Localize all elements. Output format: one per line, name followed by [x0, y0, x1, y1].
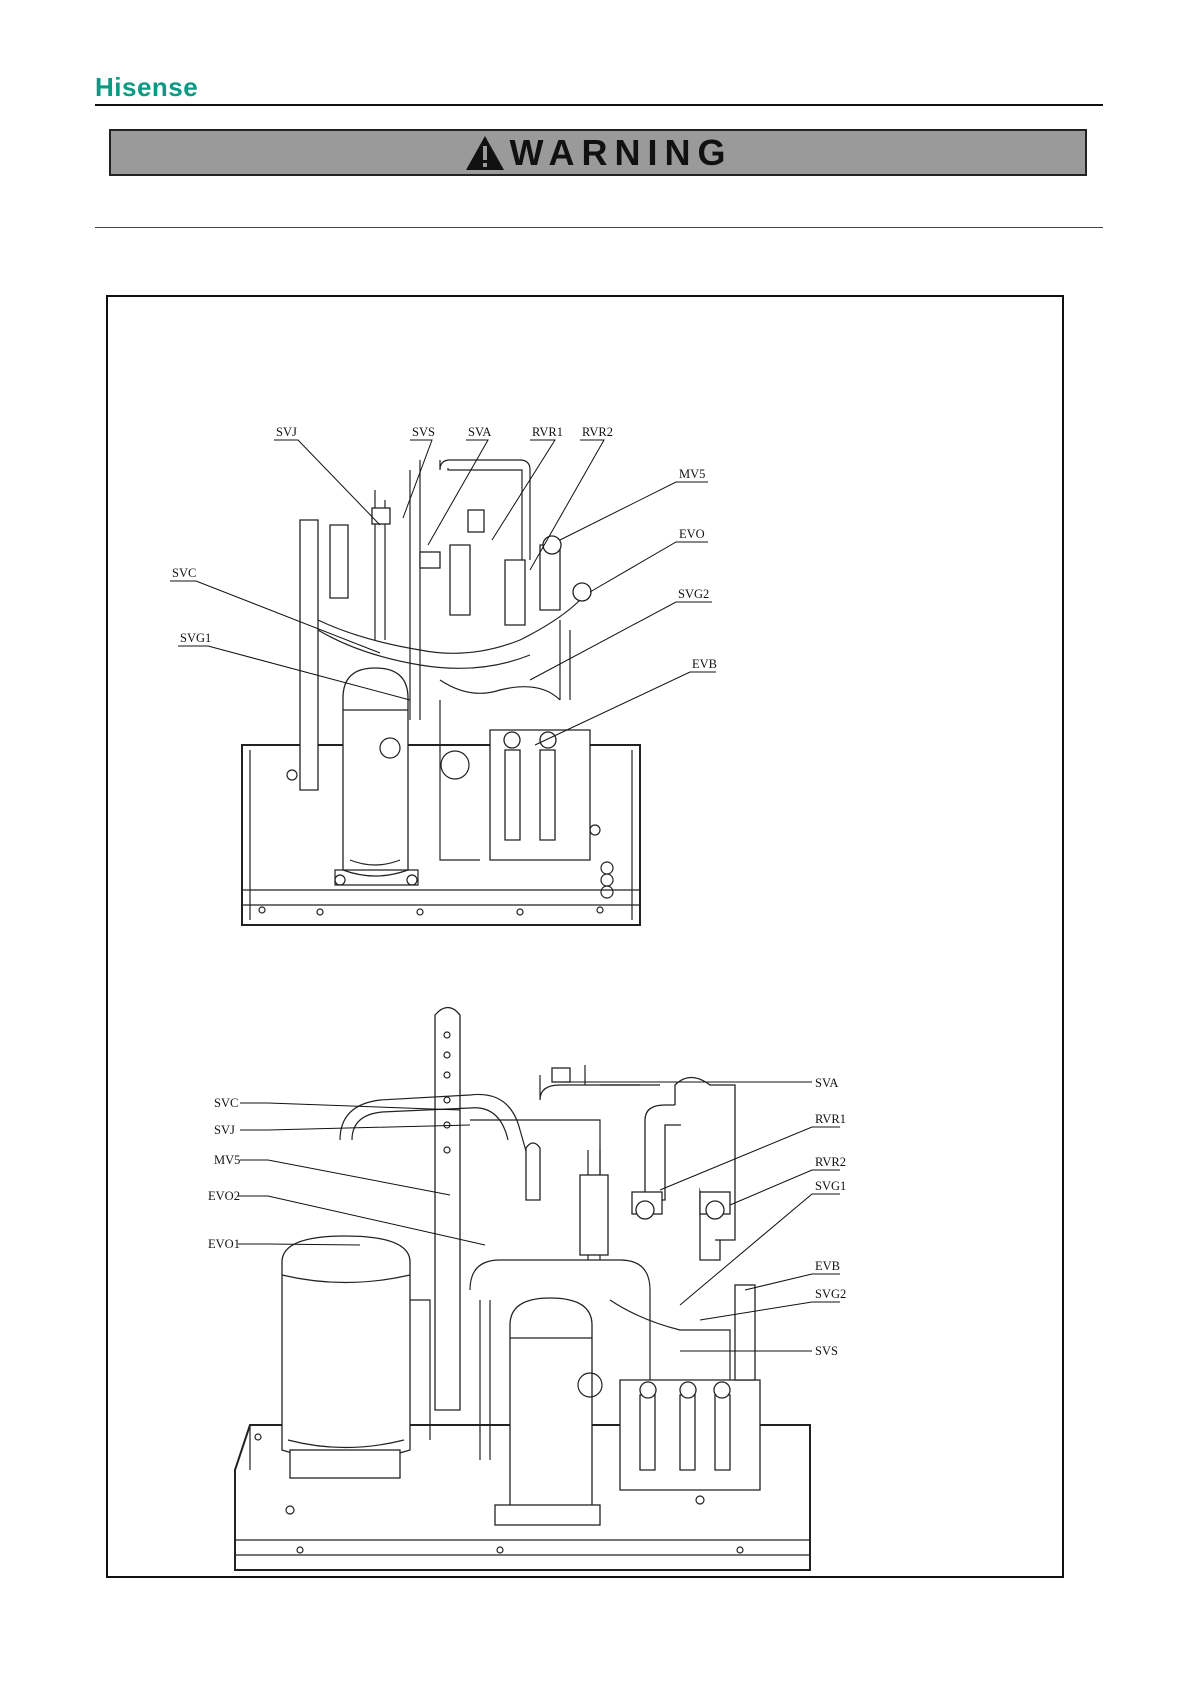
- bottom-label-sva: SVA: [815, 1076, 838, 1090]
- top-label-sva: SVA: [468, 425, 491, 439]
- top-label-svc: SVC: [172, 566, 196, 580]
- bottom-label-svs: SVS: [815, 1344, 838, 1358]
- bottom-label-evo2: EVO2: [208, 1189, 240, 1203]
- bottom-label-rvr2: RVR2: [815, 1155, 846, 1169]
- top-label-svg1: SVG1: [180, 631, 211, 645]
- bottom-label-mv5: MV5: [214, 1153, 240, 1167]
- top-label-svj: SVJ: [276, 425, 297, 439]
- bottom-label-svj: SVJ: [214, 1123, 235, 1137]
- bottom-label-svg1: SVG1: [815, 1179, 846, 1193]
- top-label-svg2: SVG2: [678, 587, 709, 601]
- top-label-evb: EVB: [692, 657, 717, 671]
- top-label-svs: SVS: [412, 425, 435, 439]
- bottom-label-svc: SVC: [214, 1096, 238, 1110]
- bottom-label-svg2: SVG2: [815, 1287, 846, 1301]
- top-label-evo: EVO: [679, 527, 705, 541]
- bottom-label-rvr1: RVR1: [815, 1112, 846, 1126]
- top-label-rvr2: RVR2: [582, 425, 613, 439]
- top-label-mv5: MV5: [679, 467, 705, 481]
- top-callouts: SVJ SVS SVA RVR1 RVR2 MV5 EVO SVC SVG2 S…: [170, 425, 717, 745]
- bottom-unit-drawing: [235, 1008, 810, 1571]
- top-label-rvr1: RVR1: [532, 425, 563, 439]
- bottom-label-evo1: EVO1: [208, 1237, 240, 1251]
- bottom-label-evb: EVB: [815, 1259, 840, 1273]
